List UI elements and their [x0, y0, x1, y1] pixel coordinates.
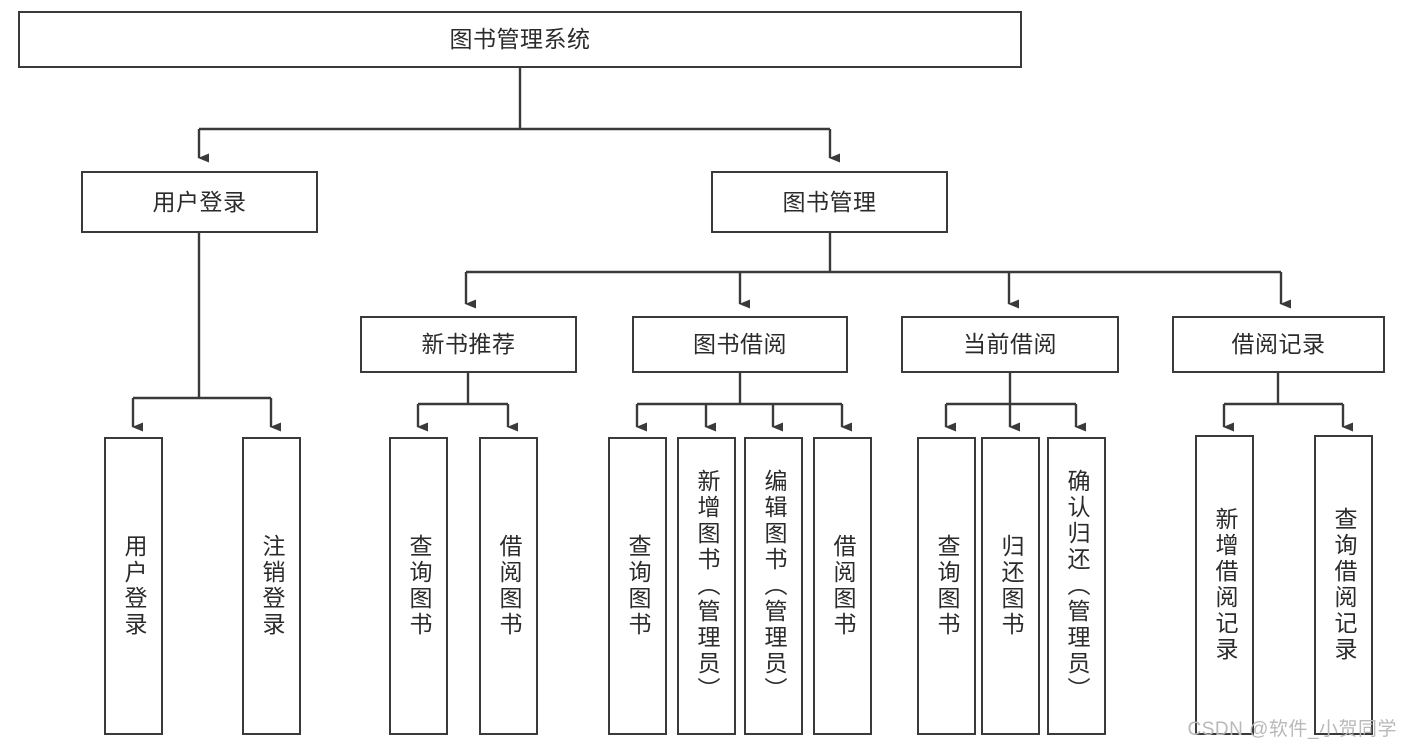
node-label: 图书管理系统 [449, 26, 591, 53]
node-book-management[interactable]: 图书管理 [711, 171, 948, 233]
node-root-book-management-system[interactable]: 图书管理系统 [18, 11, 1022, 68]
node-label: 注销登录 [259, 534, 285, 638]
leaf-add-borrow-record[interactable]: 新增借阅记录 [1195, 435, 1254, 735]
node-borrow-record[interactable]: 借阅记录 [1172, 316, 1385, 373]
leaf-confirm-return[interactable]: 确认归还（管理员） [1047, 437, 1106, 735]
node-label: 新书推荐 [421, 331, 516, 358]
node-label: 用户登录 [152, 188, 247, 215]
watermark-csdn: CSDN @软件_小贺同学 [1187, 719, 1397, 740]
node-label: 借阅记录 [1231, 331, 1326, 358]
node-current-borrow[interactable]: 当前借阅 [901, 316, 1119, 373]
leaf-return-book[interactable]: 归还图书 [981, 437, 1040, 735]
leaf-add-book[interactable]: 新增图书（管理员） [677, 437, 736, 735]
leaf-query-borrow-record[interactable]: 查询借阅记录 [1314, 435, 1373, 735]
node-label: 图书借阅 [693, 331, 787, 358]
node-label: 新增图书（管理员） [694, 469, 720, 703]
leaf-borrow-book-new[interactable]: 借阅图书 [479, 437, 538, 735]
node-label: 确认归还（管理员） [1064, 469, 1090, 703]
node-label: 当前借阅 [963, 331, 1057, 358]
leaf-query-book-current[interactable]: 查询图书 [917, 437, 976, 735]
node-book-borrow[interactable]: 图书借阅 [632, 316, 848, 373]
node-label: 归还图书 [998, 534, 1024, 638]
node-label: 查询借阅记录 [1331, 507, 1357, 663]
node-user-login[interactable]: 用户登录 [81, 171, 318, 233]
node-label: 借阅图书 [496, 534, 522, 638]
node-label: 借阅图书 [830, 534, 856, 638]
node-new-book-recommend[interactable]: 新书推荐 [360, 316, 577, 373]
leaf-borrow-book[interactable]: 借阅图书 [813, 437, 872, 735]
leaf-edit-book[interactable]: 编辑图书（管理员） [744, 437, 803, 735]
leaf-user-login[interactable]: 用户登录 [104, 437, 163, 735]
leaf-logout[interactable]: 注销登录 [242, 437, 301, 735]
node-label: 图书管理 [782, 188, 877, 215]
node-label: 查询图书 [406, 534, 432, 638]
leaf-query-book-new[interactable]: 查询图书 [389, 437, 448, 735]
node-label: 查询图书 [625, 534, 651, 638]
node-label: 新增借阅记录 [1212, 507, 1238, 663]
node-label: 用户登录 [121, 534, 147, 638]
node-label: 编辑图书（管理员） [761, 469, 787, 703]
leaf-query-book-borrow[interactable]: 查询图书 [608, 437, 667, 735]
node-label: 查询图书 [934, 534, 960, 638]
